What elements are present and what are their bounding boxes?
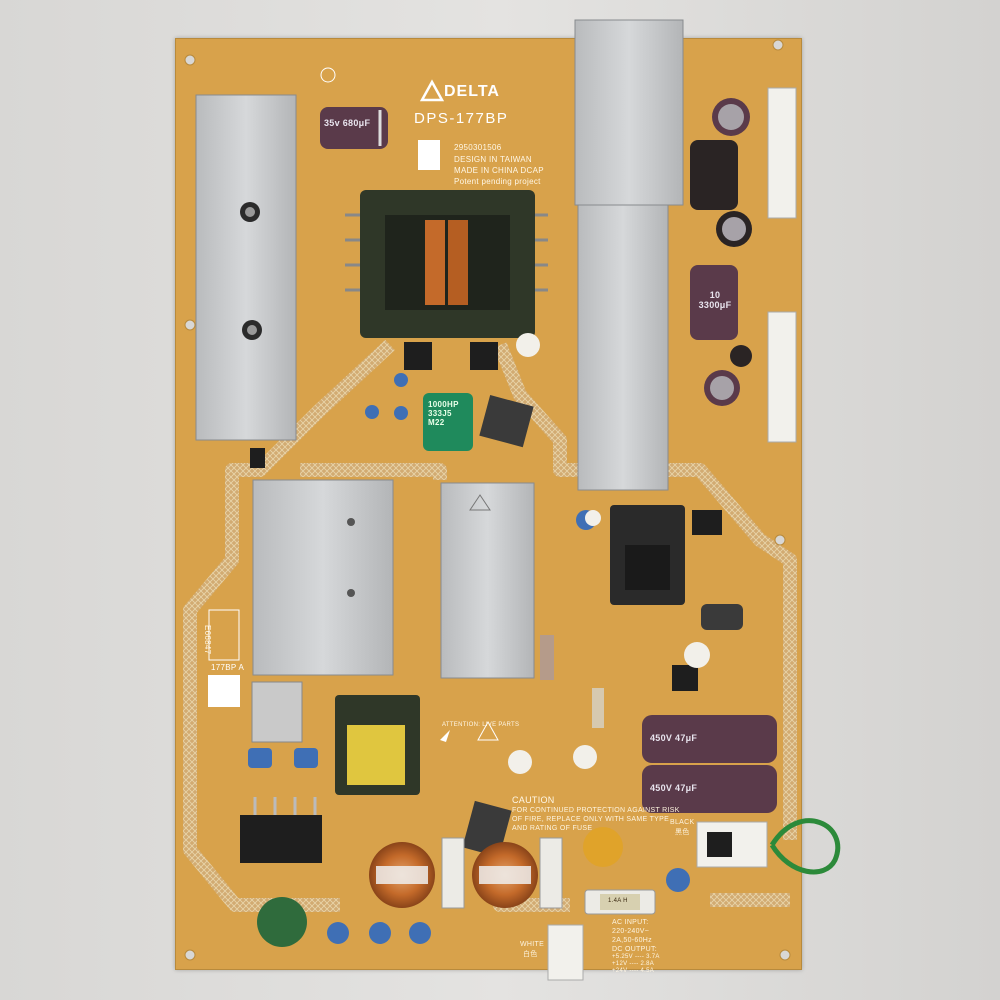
ic-chip [692, 510, 722, 535]
warning-triangle-icon [469, 494, 491, 511]
green-wire-loop [769, 818, 841, 875]
patent-note: Potent pending project [454, 177, 541, 186]
small-capacitor [701, 604, 743, 630]
design-origin: DESIGN IN TAIWAN [454, 155, 532, 164]
x-capacitor [539, 837, 563, 909]
bridge-rectifier [240, 815, 322, 863]
warning-icon [477, 720, 499, 741]
ac-input-label: AC INPUT: [612, 919, 649, 926]
foam-pad [479, 395, 534, 448]
white-wire-label: WHITE [520, 941, 545, 948]
capacitor-label: 10 3300μF [698, 290, 732, 310]
heatsink-right [577, 204, 669, 491]
transistor [470, 342, 498, 370]
recycle-icon [320, 67, 336, 83]
dc-line-1: +5.25V ---- 3.7A [612, 954, 660, 960]
caution-line-2: OF FIRE, REPLACE ONLY WITH SAME TYPE [512, 816, 670, 823]
capacitor-3300uf-b [690, 265, 738, 340]
made-origin: MADE IN CHINA DCAP [454, 166, 544, 175]
delta-logo-icon [419, 79, 445, 102]
capacitor-450v-a [642, 715, 777, 763]
connector-middle [767, 311, 797, 443]
ac-voltage: 220-240V~ [612, 928, 650, 935]
thermal-blobs [508, 333, 710, 774]
caution-line-3: AND RATING OF FUSE [512, 825, 593, 832]
film-capacitor [423, 393, 473, 451]
dc-output-label: DC OUTPUT: [612, 946, 657, 953]
part-number: 2950301506 [454, 143, 502, 152]
resistor [592, 688, 604, 728]
heatsink-top-right [574, 19, 684, 206]
transformer-winding [425, 220, 445, 305]
capacitor-label: 450V 47μF [650, 783, 698, 793]
dc-line-3: +24V ---- 4.5A [612, 968, 655, 974]
x-capacitor [441, 837, 465, 909]
white-connector [547, 924, 584, 981]
high-voltage-icon [440, 730, 450, 742]
model-number: DPS-177BP [414, 110, 509, 127]
heatsink-center [440, 482, 535, 679]
heatsink-left [195, 94, 297, 441]
capacitor-label: 450V 47μF [650, 733, 698, 743]
relay [251, 681, 303, 743]
qr-code [418, 140, 440, 170]
dc-line-2: +12V ---- 2.8A [612, 961, 655, 967]
transformer-tape [347, 725, 405, 785]
black-wire-label: BLACK [670, 819, 695, 826]
mounting-holes [184, 39, 791, 961]
ul-mark [208, 609, 240, 661]
heatsink-center-left [252, 479, 394, 676]
connector-top [767, 87, 797, 219]
white-wire-label-cn: 白色 [523, 951, 538, 958]
black-wire-label-cn: 黑色 [675, 829, 690, 836]
caution-title: CAUTION [512, 795, 555, 805]
qr-code [208, 675, 240, 707]
capacitor-3300uf-a [690, 140, 738, 210]
board-id: 177BP A [211, 663, 245, 672]
caution-line-1: FOR CONTINUED PROTECTION AGAINST RISK [512, 807, 680, 814]
capacitor-450v-b [642, 765, 777, 813]
y-capacitors [248, 373, 690, 944]
fuse-rating: 1.4A H [608, 898, 628, 904]
ac-current: 2A,50-60Hz [612, 937, 652, 944]
capacitor-label: 35v 680μF [324, 118, 371, 128]
varistor [257, 897, 307, 947]
brand-logo: DELTA [444, 83, 500, 100]
attention-label: ATTENTION: LIVE PARTS [442, 722, 520, 728]
ic-chip [672, 665, 698, 691]
disc-capacitor [583, 827, 623, 867]
transistor [404, 342, 432, 370]
capacitor-680uf [320, 107, 388, 149]
ul-code: E66847 [203, 625, 212, 655]
resistor [540, 635, 554, 680]
film-cap-label: 1000HP 333J5 M22 [428, 400, 459, 427]
